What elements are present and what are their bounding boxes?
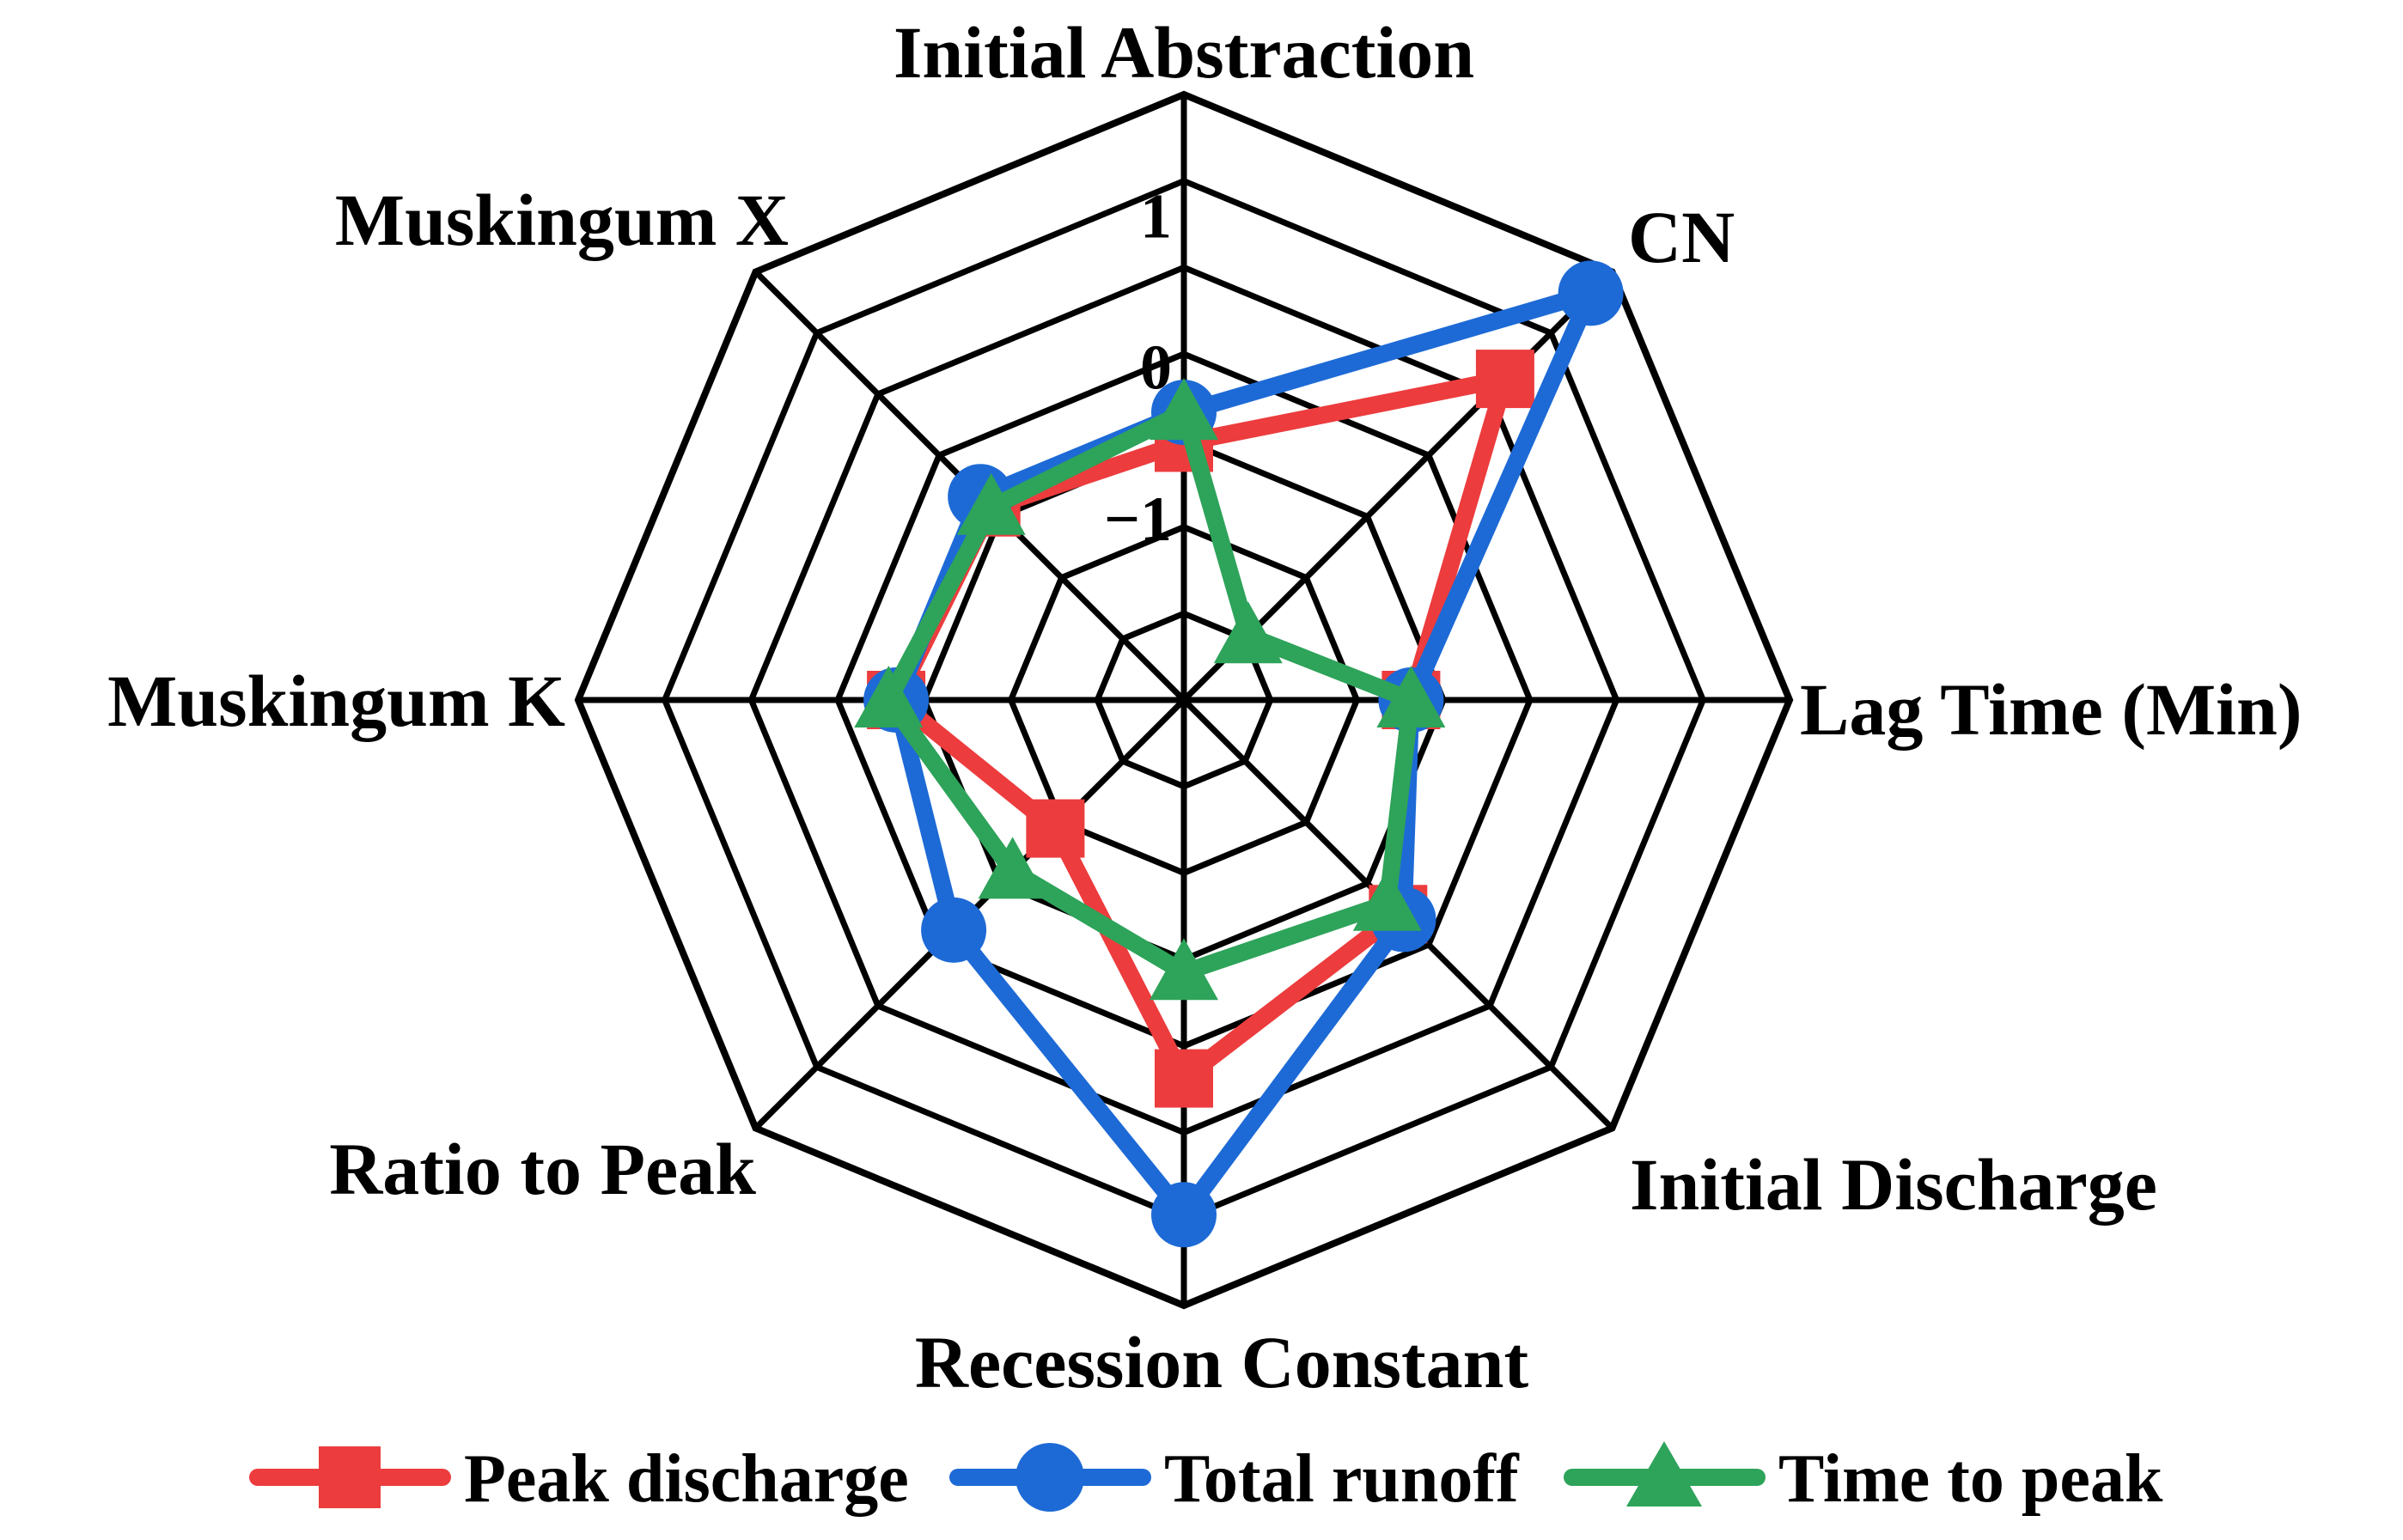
series-time-to-peak xyxy=(854,378,1446,1001)
series-point xyxy=(1151,1182,1217,1248)
legend-label: Total runoff xyxy=(1164,1441,1520,1517)
series-point xyxy=(1475,350,1534,409)
axis-label: CN xyxy=(1628,196,1735,278)
tick-label: −1 xyxy=(1104,484,1172,555)
axis-label: Recession Constant xyxy=(915,1321,1529,1403)
series-point xyxy=(1558,260,1624,326)
series-point xyxy=(1150,938,1218,1001)
series-layer xyxy=(854,260,1624,1248)
axis-label: Muskingum X xyxy=(335,179,789,261)
series-point xyxy=(1155,1049,1213,1108)
legend-marker xyxy=(319,1446,381,1508)
tick-label: 0 xyxy=(1140,333,1172,404)
axis-label: Initial Discharge xyxy=(1630,1143,2157,1226)
legend-label: Time to peak xyxy=(1778,1441,2163,1517)
series-point xyxy=(854,666,924,727)
tick-label: 1 xyxy=(1140,181,1172,252)
legend-label: Peak discharge xyxy=(464,1441,909,1517)
legend-marker xyxy=(1015,1443,1084,1512)
axis-label: Muskingum K xyxy=(107,660,565,742)
series-point xyxy=(1376,666,1446,727)
series-point xyxy=(1150,378,1218,441)
series-point xyxy=(1213,601,1283,664)
legend-item: Time to peak xyxy=(1564,1441,2163,1517)
series-point xyxy=(956,472,1026,535)
legend: Peak discharge Total runoff Time to peak xyxy=(249,1441,2163,1517)
tick-labels: −1 0 1 xyxy=(1104,181,1172,555)
series-point xyxy=(1352,868,1422,931)
series-point xyxy=(921,897,987,963)
legend-item: Total runoff xyxy=(949,1441,1520,1517)
legend-marker xyxy=(1626,1441,1702,1507)
series-point xyxy=(1026,799,1085,858)
series-point xyxy=(978,837,1047,899)
legend-item: Peak discharge xyxy=(249,1441,909,1517)
axis-label: Lag Time (Min) xyxy=(1800,668,2302,751)
axis-label: Initial Abstraction xyxy=(894,11,1474,94)
axis-label: Ratio to Peak xyxy=(329,1128,756,1210)
